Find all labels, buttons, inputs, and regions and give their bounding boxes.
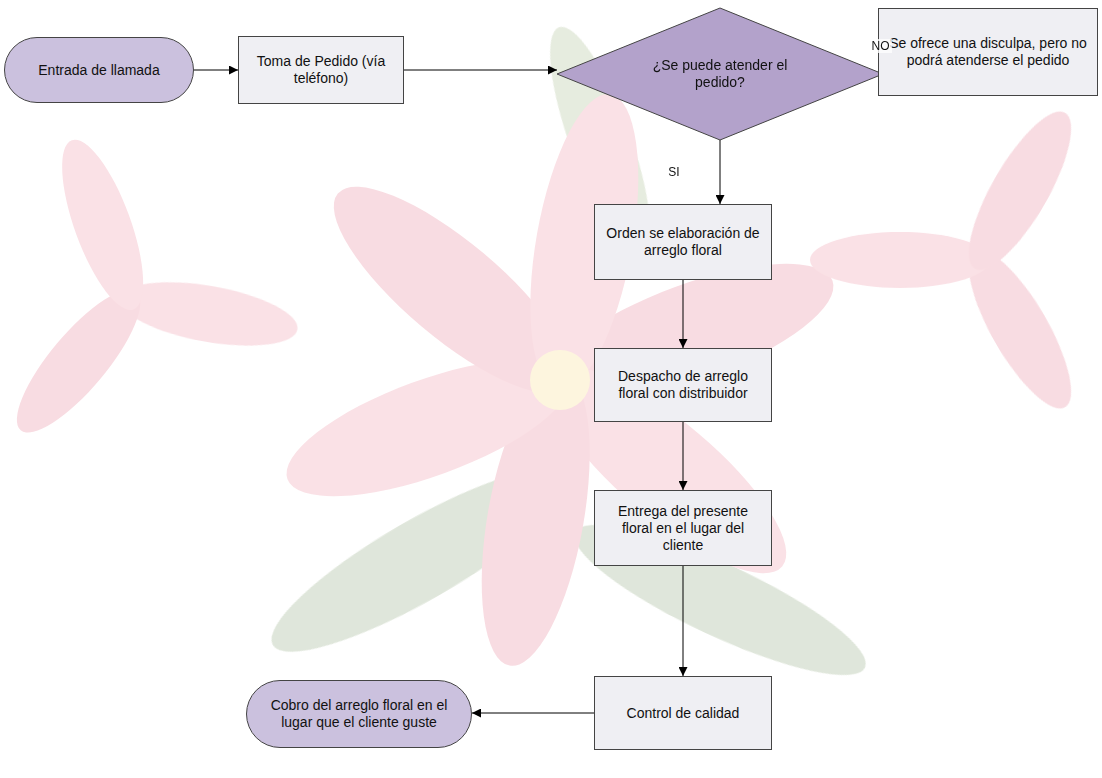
flow-arrow — [720, 140, 721, 204]
decision-diamond: ¿Se puede atender el pedido? — [557, 8, 883, 140]
terminal-pill: Cobro del arreglo floral en el lugar que… — [246, 680, 472, 748]
node-text: Toma de Pedido (vía teléfono) — [247, 53, 395, 87]
petal — [46, 131, 160, 319]
flow-arrow — [683, 422, 684, 490]
flower-center — [530, 350, 590, 410]
flow-arrow — [683, 280, 684, 348]
node-text: ¿Se puede atender el pedido? — [645, 57, 796, 91]
flow-arrow — [472, 713, 594, 714]
process-box: Despacho de arreglo floral con distribui… — [594, 348, 772, 422]
node-text: Entrada de llamada — [38, 62, 159, 79]
node-text: Se ofrece una disculpa, pero no podrá at… — [887, 35, 1089, 69]
petal — [810, 232, 990, 288]
lily-flower — [810, 99, 1089, 421]
process-box: Orden se elaboración de arreglo floral — [594, 204, 772, 280]
branch-label: NO — [870, 39, 892, 53]
petal — [951, 99, 1089, 283]
node-text: Entrega del presente floral en el lugar … — [603, 503, 763, 554]
lily-illustration — [0, 17, 1089, 700]
diamond-shape — [557, 8, 883, 140]
node-text: Cobro del arreglo floral en el lugar que… — [269, 697, 449, 731]
node-text: Orden se elaboración de arreglo floral — [603, 225, 763, 259]
petal — [115, 271, 302, 357]
terminal-pill: Entrada de llamada — [4, 37, 194, 103]
branch-label: SI — [666, 165, 681, 179]
flow-arrow — [683, 566, 684, 676]
lily-flower — [0, 131, 302, 449]
process-box: Entrega del presente floral en el lugar … — [594, 490, 772, 566]
lily-flower — [271, 86, 849, 674]
process-box: Toma de Pedido (vía teléfono) — [238, 36, 404, 104]
process-box: Control de calidad — [594, 676, 772, 750]
flow-arrow — [194, 70, 238, 71]
node-text: Control de calidad — [627, 705, 740, 722]
process-box: Se ofrece una disculpa, pero no podrá at… — [878, 8, 1098, 96]
flow-arrow — [404, 70, 557, 71]
node-text: Despacho de arreglo floral con distribui… — [603, 368, 763, 402]
